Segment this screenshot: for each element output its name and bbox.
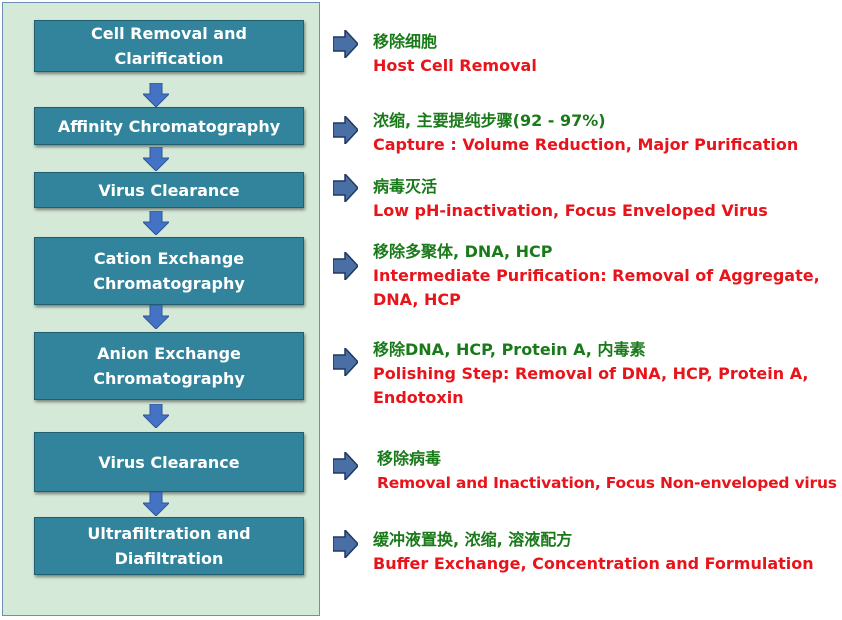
right-arrow-icon bbox=[333, 116, 358, 144]
right-arrow-icon bbox=[333, 30, 358, 58]
step-ultrafiltration: Ultrafiltration and Diafiltration bbox=[34, 517, 304, 575]
note-cation-exchange: 移除多聚体, DNA, HCP Intermediate Purificatio… bbox=[373, 240, 841, 312]
note-english: Capture : Volume Reduction, Major Purifi… bbox=[373, 135, 799, 154]
step-label: Anion Exchange Chromatography bbox=[93, 344, 245, 388]
note-ultrafiltration: 缓冲液置换, 浓缩, 溶液配方 Buffer Exchange, Concent… bbox=[373, 528, 841, 576]
note-cell-removal: 移除细胞 Host Cell Removal bbox=[373, 30, 841, 78]
down-arrow-icon bbox=[143, 211, 169, 235]
note-english: Host Cell Removal bbox=[373, 56, 537, 75]
step-cation-exchange: Cation Exchange Chromatography bbox=[34, 237, 304, 305]
note-english: Low pH-inactivation, Focus Enveloped Vir… bbox=[373, 201, 768, 220]
note-chinese: 病毒灭活 bbox=[373, 177, 438, 196]
right-arrow-icon bbox=[333, 530, 358, 558]
note-anion-exchange: 移除DNA, HCP, Protein A, 内毒素 Polishing Ste… bbox=[373, 338, 841, 410]
down-arrow-icon bbox=[143, 147, 169, 171]
step-label: Cation Exchange Chromatography bbox=[93, 249, 245, 293]
note-virus-clearance-1: 病毒灭活 Low pH-inactivation, Focus Envelope… bbox=[373, 175, 841, 223]
note-english: Buffer Exchange, Concentration and Formu… bbox=[373, 554, 814, 573]
step-label: Ultrafiltration and Diafiltration bbox=[87, 524, 251, 568]
step-virus-clearance-2: Virus Clearance bbox=[34, 432, 304, 492]
note-chinese: 浓缩, 主要提纯步骤(92 - 97%) bbox=[373, 111, 606, 130]
step-label: Affinity Chromatography bbox=[57, 116, 281, 136]
note-english: Polishing Step: Removal of DNA, HCP, Pro… bbox=[373, 364, 809, 407]
down-arrow-icon bbox=[143, 492, 169, 516]
note-chinese: 移除多聚体, DNA, HCP bbox=[373, 242, 553, 261]
step-anion-exchange: Anion Exchange Chromatography bbox=[34, 332, 304, 400]
step-label: Cell Removal and Clarification bbox=[91, 24, 247, 68]
note-chinese: 移除细胞 bbox=[373, 32, 438, 51]
right-arrow-icon bbox=[333, 174, 358, 202]
note-chinese: 缓冲液置换, 浓缩, 溶液配方 bbox=[373, 530, 573, 549]
step-virus-clearance-1: Virus Clearance bbox=[34, 172, 304, 208]
note-english: Intermediate Purification: Removal of Ag… bbox=[373, 266, 820, 309]
step-label: Virus Clearance bbox=[98, 180, 240, 200]
down-arrow-icon bbox=[143, 305, 169, 329]
step-label: Virus Clearance bbox=[98, 452, 240, 472]
right-arrow-icon bbox=[333, 452, 358, 480]
down-arrow-icon bbox=[143, 404, 169, 428]
down-arrow-icon bbox=[143, 83, 169, 107]
right-arrow-icon bbox=[333, 252, 358, 280]
step-cell-removal: Cell Removal and Clarification bbox=[34, 20, 304, 72]
note-chinese: 移除DNA, HCP, Protein A, 内毒素 bbox=[373, 340, 646, 359]
note-virus-clearance-2: 移除病毒 Removal and Inactivation, Focus Non… bbox=[377, 447, 841, 495]
note-chinese: 移除病毒 bbox=[377, 449, 442, 468]
step-affinity-chromatography: Affinity Chromatography bbox=[34, 107, 304, 145]
right-arrow-icon bbox=[333, 348, 358, 376]
note-english: Removal and Inactivation, Focus Non-enve… bbox=[377, 474, 837, 492]
note-affinity: 浓缩, 主要提纯步骤(92 - 97%) Capture : Volume Re… bbox=[373, 109, 841, 157]
